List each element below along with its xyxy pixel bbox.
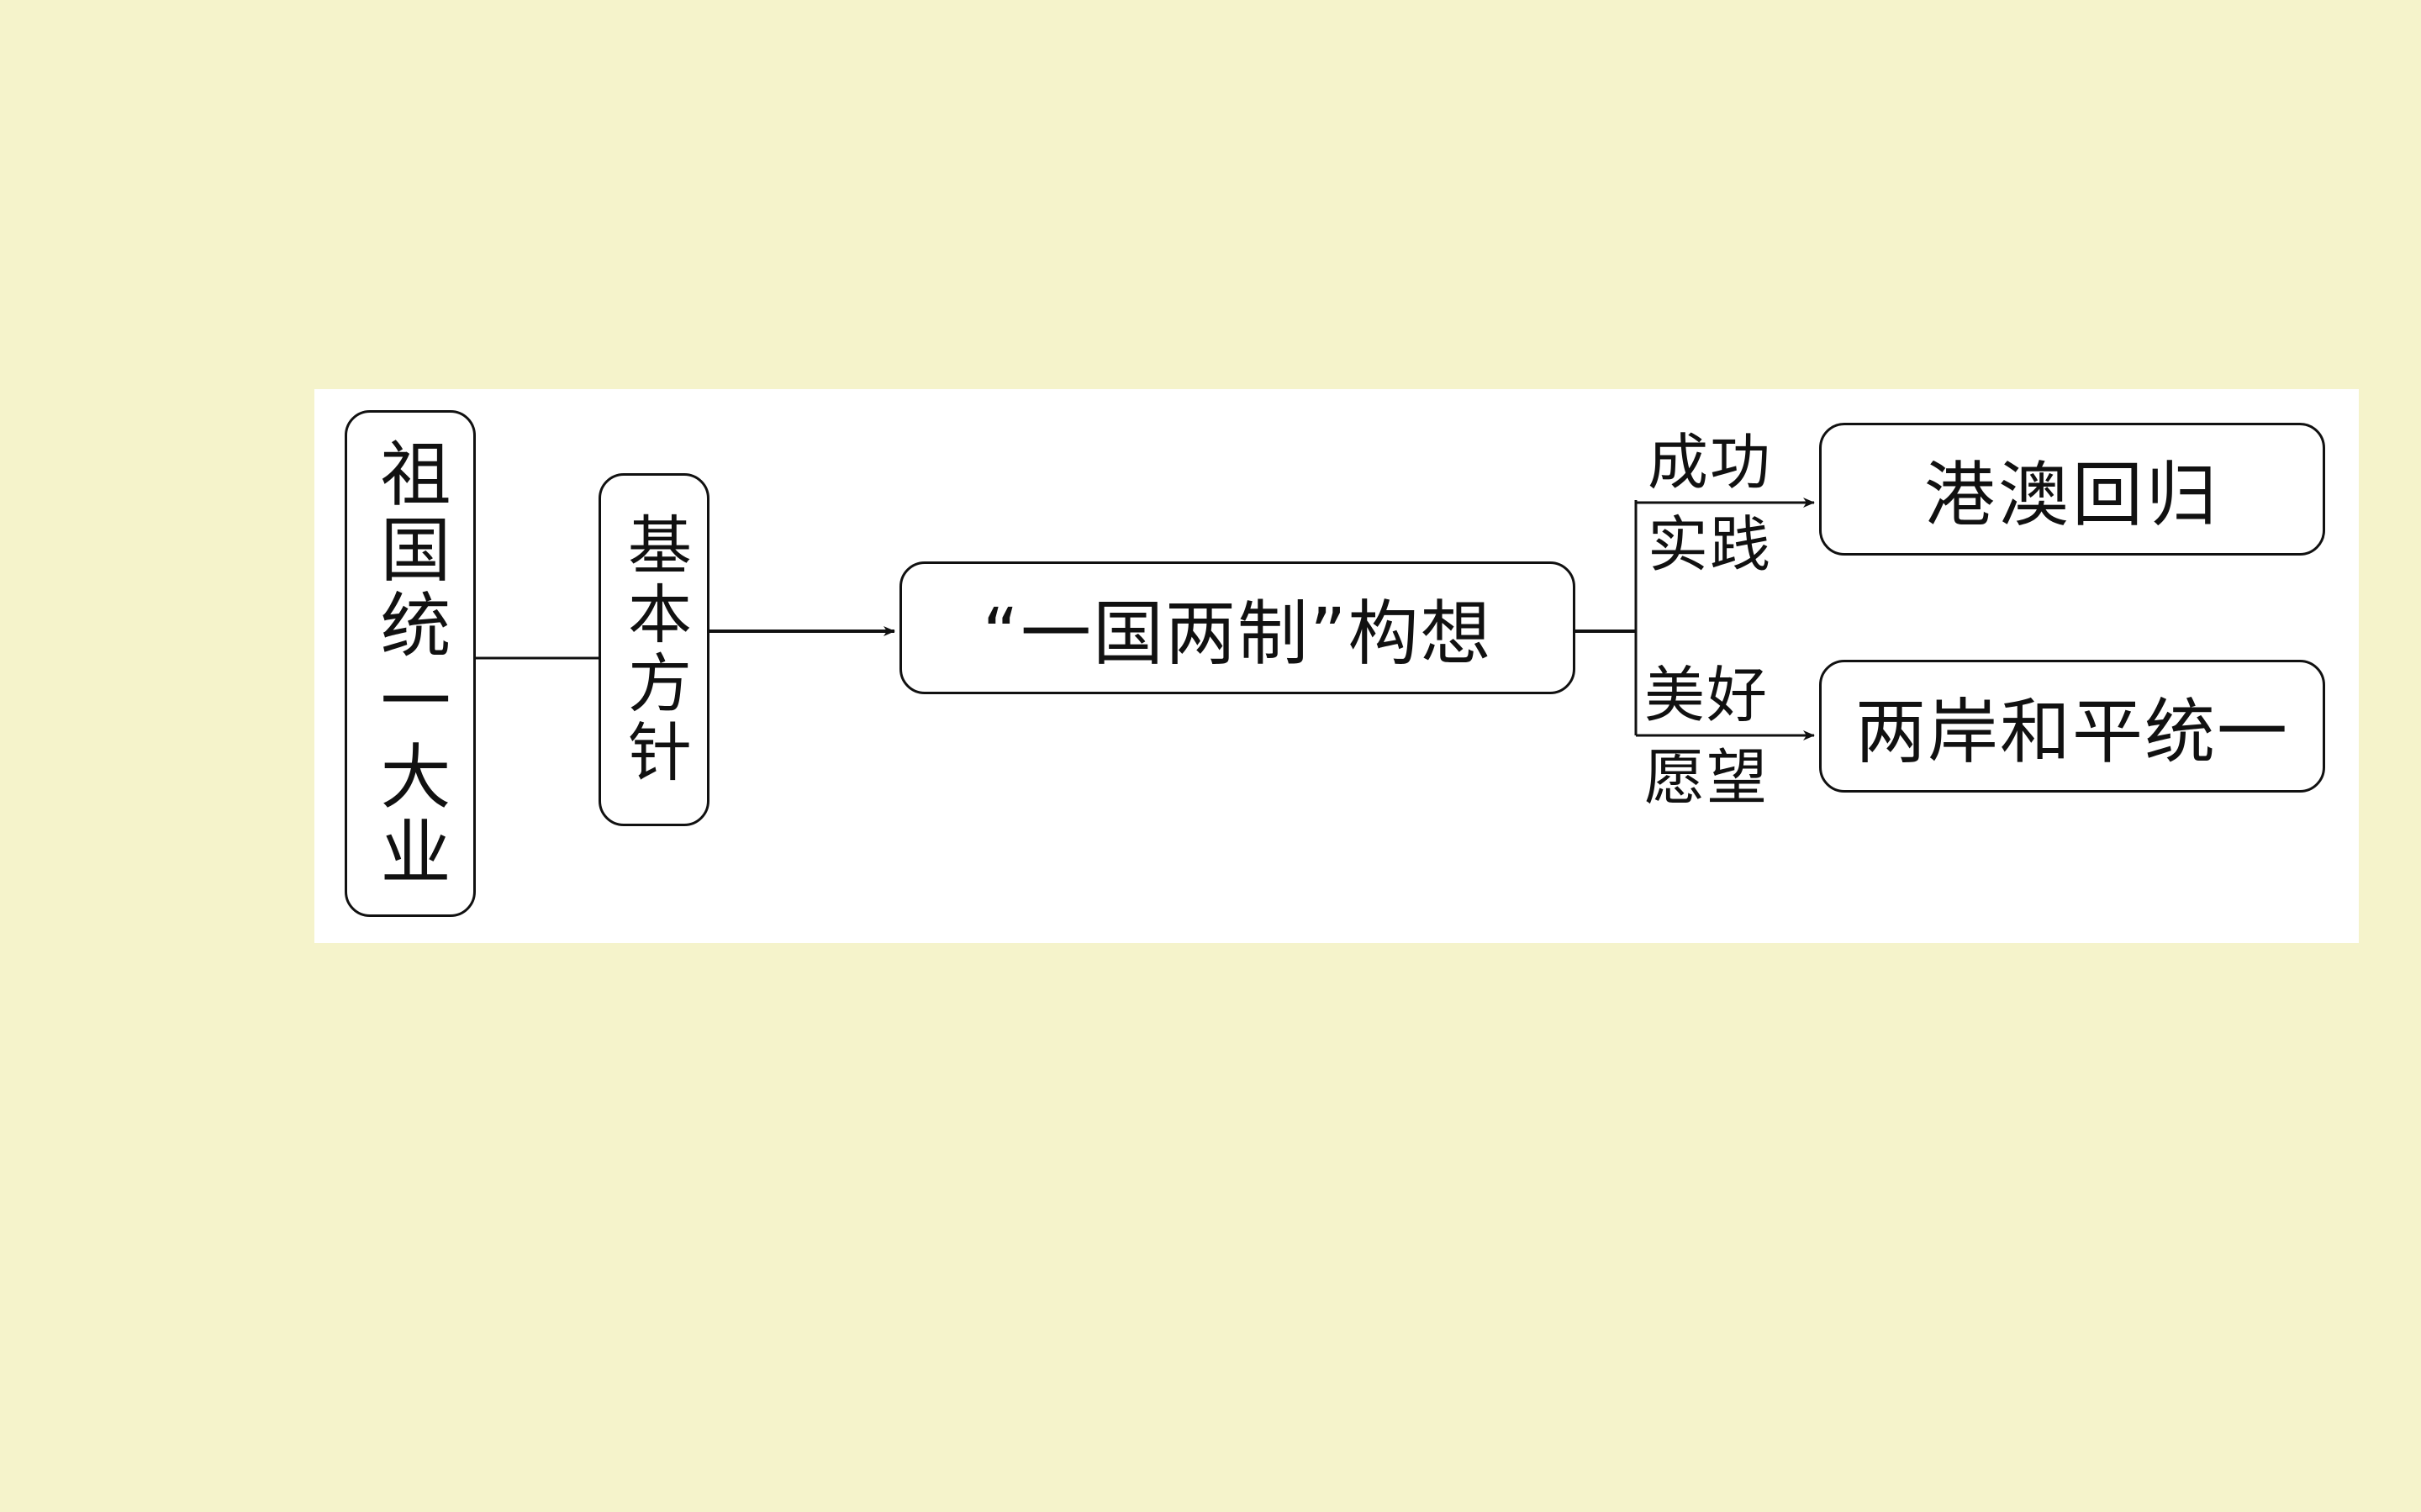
node-one-country-two-systems: “一国两制”构想 xyxy=(899,561,1575,694)
node-reunification-cause-text: 祖国统一大业 xyxy=(369,436,451,891)
edge-label-hope-line2: 愿望 xyxy=(1644,742,1770,813)
node-reunification-cause: 祖国统一大业 xyxy=(345,410,476,917)
node-one-country-two-systems-text: “一国两制”构想 xyxy=(982,592,1493,675)
node-cross-strait-reunification: 两岸和平统一 xyxy=(1819,660,2325,793)
edge-label-hope: 美好 愿望 xyxy=(1644,654,1769,819)
edge-label-practice-line2: 实践 xyxy=(1648,509,1773,580)
connector-lines xyxy=(476,498,1815,740)
edge-label-hope-line1: 美好 xyxy=(1644,660,1770,730)
node-basic-policy-text: 基本方针 xyxy=(617,512,692,788)
node-hk-macao-return-text: 港澳回归 xyxy=(1923,453,2220,536)
node-cross-strait-reunification-text: 两岸和平统一 xyxy=(1854,690,2289,773)
edge-label-practice-line1: 成功 xyxy=(1648,427,1773,498)
edge-label-practice: 成功 实践 xyxy=(1648,421,1772,586)
node-basic-policy: 基本方针 xyxy=(599,473,709,826)
node-hk-macao-return: 港澳回归 xyxy=(1819,423,2325,556)
diagram-panel: 祖国统一大业 基本方针 “一国两制”构想 成功 实践 美好 愿望 港澳回归 两岸… xyxy=(314,389,2359,943)
